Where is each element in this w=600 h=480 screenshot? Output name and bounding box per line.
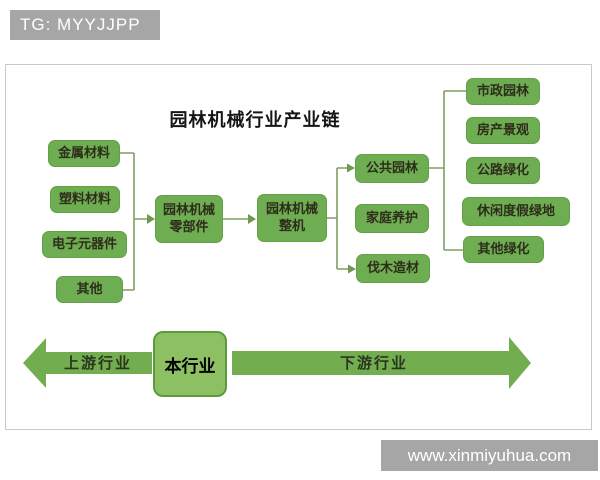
node-garden-machine-whole: 园林机械 整机 xyxy=(257,194,327,242)
node-logging-timber: 伐木造材 xyxy=(356,254,430,283)
diagram-title: 园林机械行业产业链 xyxy=(169,110,341,130)
upstream-band-label: 上游行业 xyxy=(63,355,132,372)
node-other-materials: 其他 xyxy=(56,276,123,303)
node-electronic-components: 电子元器件 xyxy=(42,231,127,258)
tg-watermark-badge: TG: MYYJJPP xyxy=(10,10,160,40)
node-home-care: 家庭养护 xyxy=(355,204,429,233)
current-industry-box: 本行业 xyxy=(153,331,227,397)
node-metal-materials: 金属材料 xyxy=(48,140,120,167)
downstream-band-label: 下游行业 xyxy=(339,355,408,372)
node-highway-greening: 公路绿化 xyxy=(466,157,540,184)
site-watermark-badge: www.xinmiyuhua.com xyxy=(381,440,598,471)
node-plastic-materials: 塑料材料 xyxy=(50,186,120,213)
node-garden-machine-parts: 园林机械 零部件 xyxy=(155,195,223,243)
site-watermark-text: www.xinmiyuhua.com xyxy=(407,445,572,465)
node-leisure-resort-greenspace: 休闲度假绿地 xyxy=(462,197,570,226)
node-real-estate-landscape: 房产景观 xyxy=(466,117,540,144)
tg-watermark-text: TG: MYYJJPP xyxy=(20,15,141,34)
node-other-greening: 其他绿化 xyxy=(463,236,544,263)
node-public-garden: 公共园林 xyxy=(355,154,429,183)
node-municipal-garden: 市政园林 xyxy=(466,78,540,105)
